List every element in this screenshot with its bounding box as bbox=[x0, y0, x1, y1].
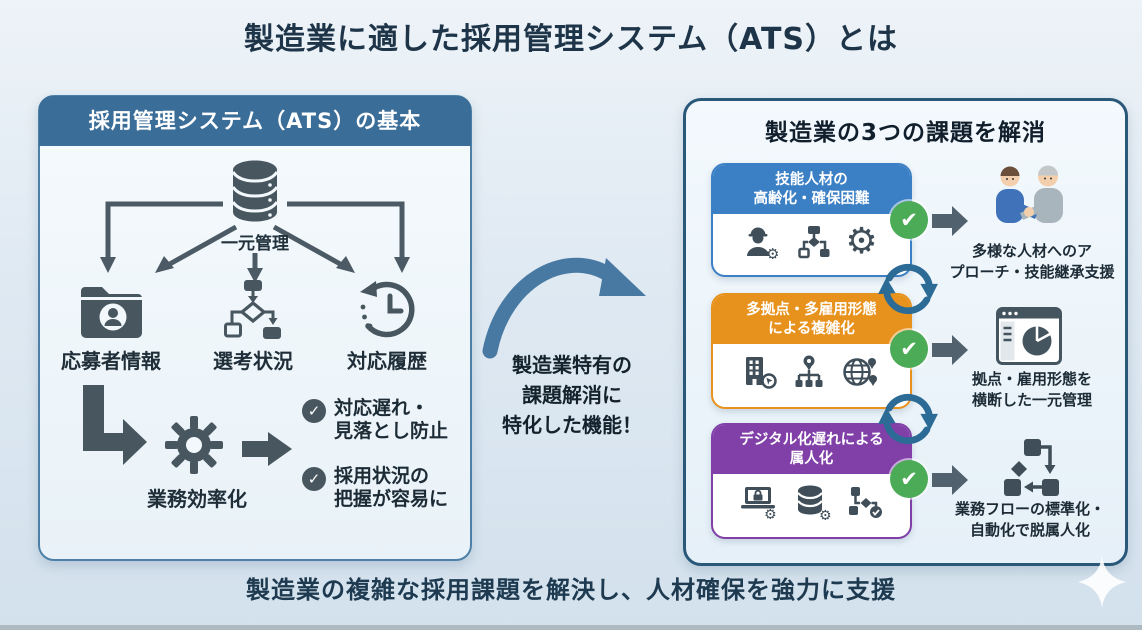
svg-text:⚙: ⚙ bbox=[764, 507, 777, 519]
right-arrow-icon bbox=[932, 206, 968, 236]
challenges-panel-title: 製造業の3つの課題を解消 bbox=[764, 120, 1046, 146]
challenge-title: デジタル化遅れによる 属人化 bbox=[713, 425, 910, 475]
item-applicant-info: 応募者情報 bbox=[46, 277, 176, 374]
handshake-people-illustration bbox=[996, 165, 1063, 223]
sparkle-icon bbox=[1078, 556, 1126, 608]
benefit-item: ✓ 対応遅れ・ 見落とし防止 bbox=[302, 397, 467, 443]
mini-flowchart-icon bbox=[798, 226, 830, 259]
challenge-box-aging-workforce: 技能人材の 高齢化・確保困難 ⚙ ⚙ bbox=[711, 163, 912, 277]
benefit-item: ✓ 採用状況の 把握が容易に bbox=[302, 465, 467, 511]
database-gear-icon: ⚙ bbox=[796, 485, 832, 520]
solution-text: 業務フローの標準化・ 自動化で脱属人化 bbox=[954, 500, 1105, 539]
history-clock-icon bbox=[360, 281, 415, 338]
benefit-text: 対応遅れ・ 見落とし防止 bbox=[334, 397, 449, 443]
cycle-arrows-icon bbox=[878, 393, 938, 445]
right-arrow-icon bbox=[932, 465, 968, 495]
green-check-icon: ✔ bbox=[890, 460, 928, 498]
challenge-title: 多拠点・多雇用形態 による複雑化 bbox=[713, 295, 910, 345]
workflow-check-icon bbox=[848, 487, 882, 519]
right-arrow-icon bbox=[932, 335, 968, 365]
solution-text: 多様な人材へのア プローチ・技能継承支援 bbox=[949, 242, 1115, 281]
ats-basics-panel-title: 採用管理システム（ATS）の基本 bbox=[39, 96, 471, 146]
gear-icon: ⚙ bbox=[845, 221, 878, 263]
svg-text:⚙: ⚙ bbox=[819, 508, 832, 520]
challenge-title: 技能人材の 高齢化・確保困難 bbox=[713, 165, 910, 215]
connector-note: 製造業特有の 課題解消に 特化した機能！ bbox=[502, 353, 642, 437]
green-check-icon: ✔ bbox=[890, 330, 928, 368]
worker-gear-icon: ⚙ bbox=[747, 227, 780, 259]
green-check-icon: ✔ bbox=[890, 201, 928, 239]
right-arrow-icon bbox=[242, 432, 292, 466]
folder-user-icon bbox=[81, 287, 142, 338]
svg-text:⚙: ⚙ bbox=[766, 245, 779, 259]
database-icon bbox=[231, 160, 279, 222]
item-label: 応募者情報 bbox=[61, 349, 161, 373]
curved-arrow-icon bbox=[482, 257, 646, 359]
dashboard-pie-icon bbox=[996, 307, 1062, 365]
check-circle-icon: ✓ bbox=[302, 399, 326, 423]
laptop-lock-icon: ⚙ bbox=[740, 487, 777, 519]
challenge-box-digital-lag: デジタル化遅れによる 属人化 ⚙ ⚙ bbox=[711, 423, 912, 539]
challenges-panel: 製造業の3つの課題を解消 技能人材の 高齢化・確保困難 ⚙ bbox=[683, 98, 1128, 566]
challenge-box-multisite: 多拠点・多雇用形態 による複雑化 bbox=[711, 293, 912, 409]
item-response-history: 対応履歴 bbox=[322, 277, 452, 374]
pin-orgchart-icon bbox=[795, 355, 822, 388]
bottom-edge-strip bbox=[0, 625, 1142, 630]
ats-basics-panel: 採用管理システム（ATS）の基本 bbox=[38, 95, 472, 561]
building-icon bbox=[745, 357, 777, 389]
elbow-arrow-icon bbox=[83, 385, 147, 465]
hub-arrows bbox=[100, 201, 410, 283]
gear-icon bbox=[165, 416, 223, 474]
benefit-text: 採用状況の 把握が容易に bbox=[334, 465, 449, 511]
item-label: 対応履歴 bbox=[347, 349, 427, 373]
globe-pins-icon bbox=[842, 358, 877, 387]
solution-text: 拠点・雇用形態を 横断した一元管理 bbox=[971, 370, 1092, 409]
workflow-icon bbox=[1004, 439, 1059, 496]
footer-tagline: 製造業の複雑な採用課題を解決し、人材確保を強力に支援 bbox=[246, 576, 896, 604]
item-screening-status: 選考状況 bbox=[188, 277, 318, 374]
check-circle-icon: ✓ bbox=[302, 467, 326, 491]
item-label: 選考状況 bbox=[213, 349, 293, 373]
hub-label: 一元管理 bbox=[221, 234, 289, 254]
cycle-arrows-icon bbox=[878, 263, 938, 315]
process-label: 業務効率化 bbox=[147, 487, 247, 511]
page-title: 製造業に適した採用管理システム（ATS）とは bbox=[243, 22, 899, 57]
flowchart-icon bbox=[224, 280, 281, 339]
